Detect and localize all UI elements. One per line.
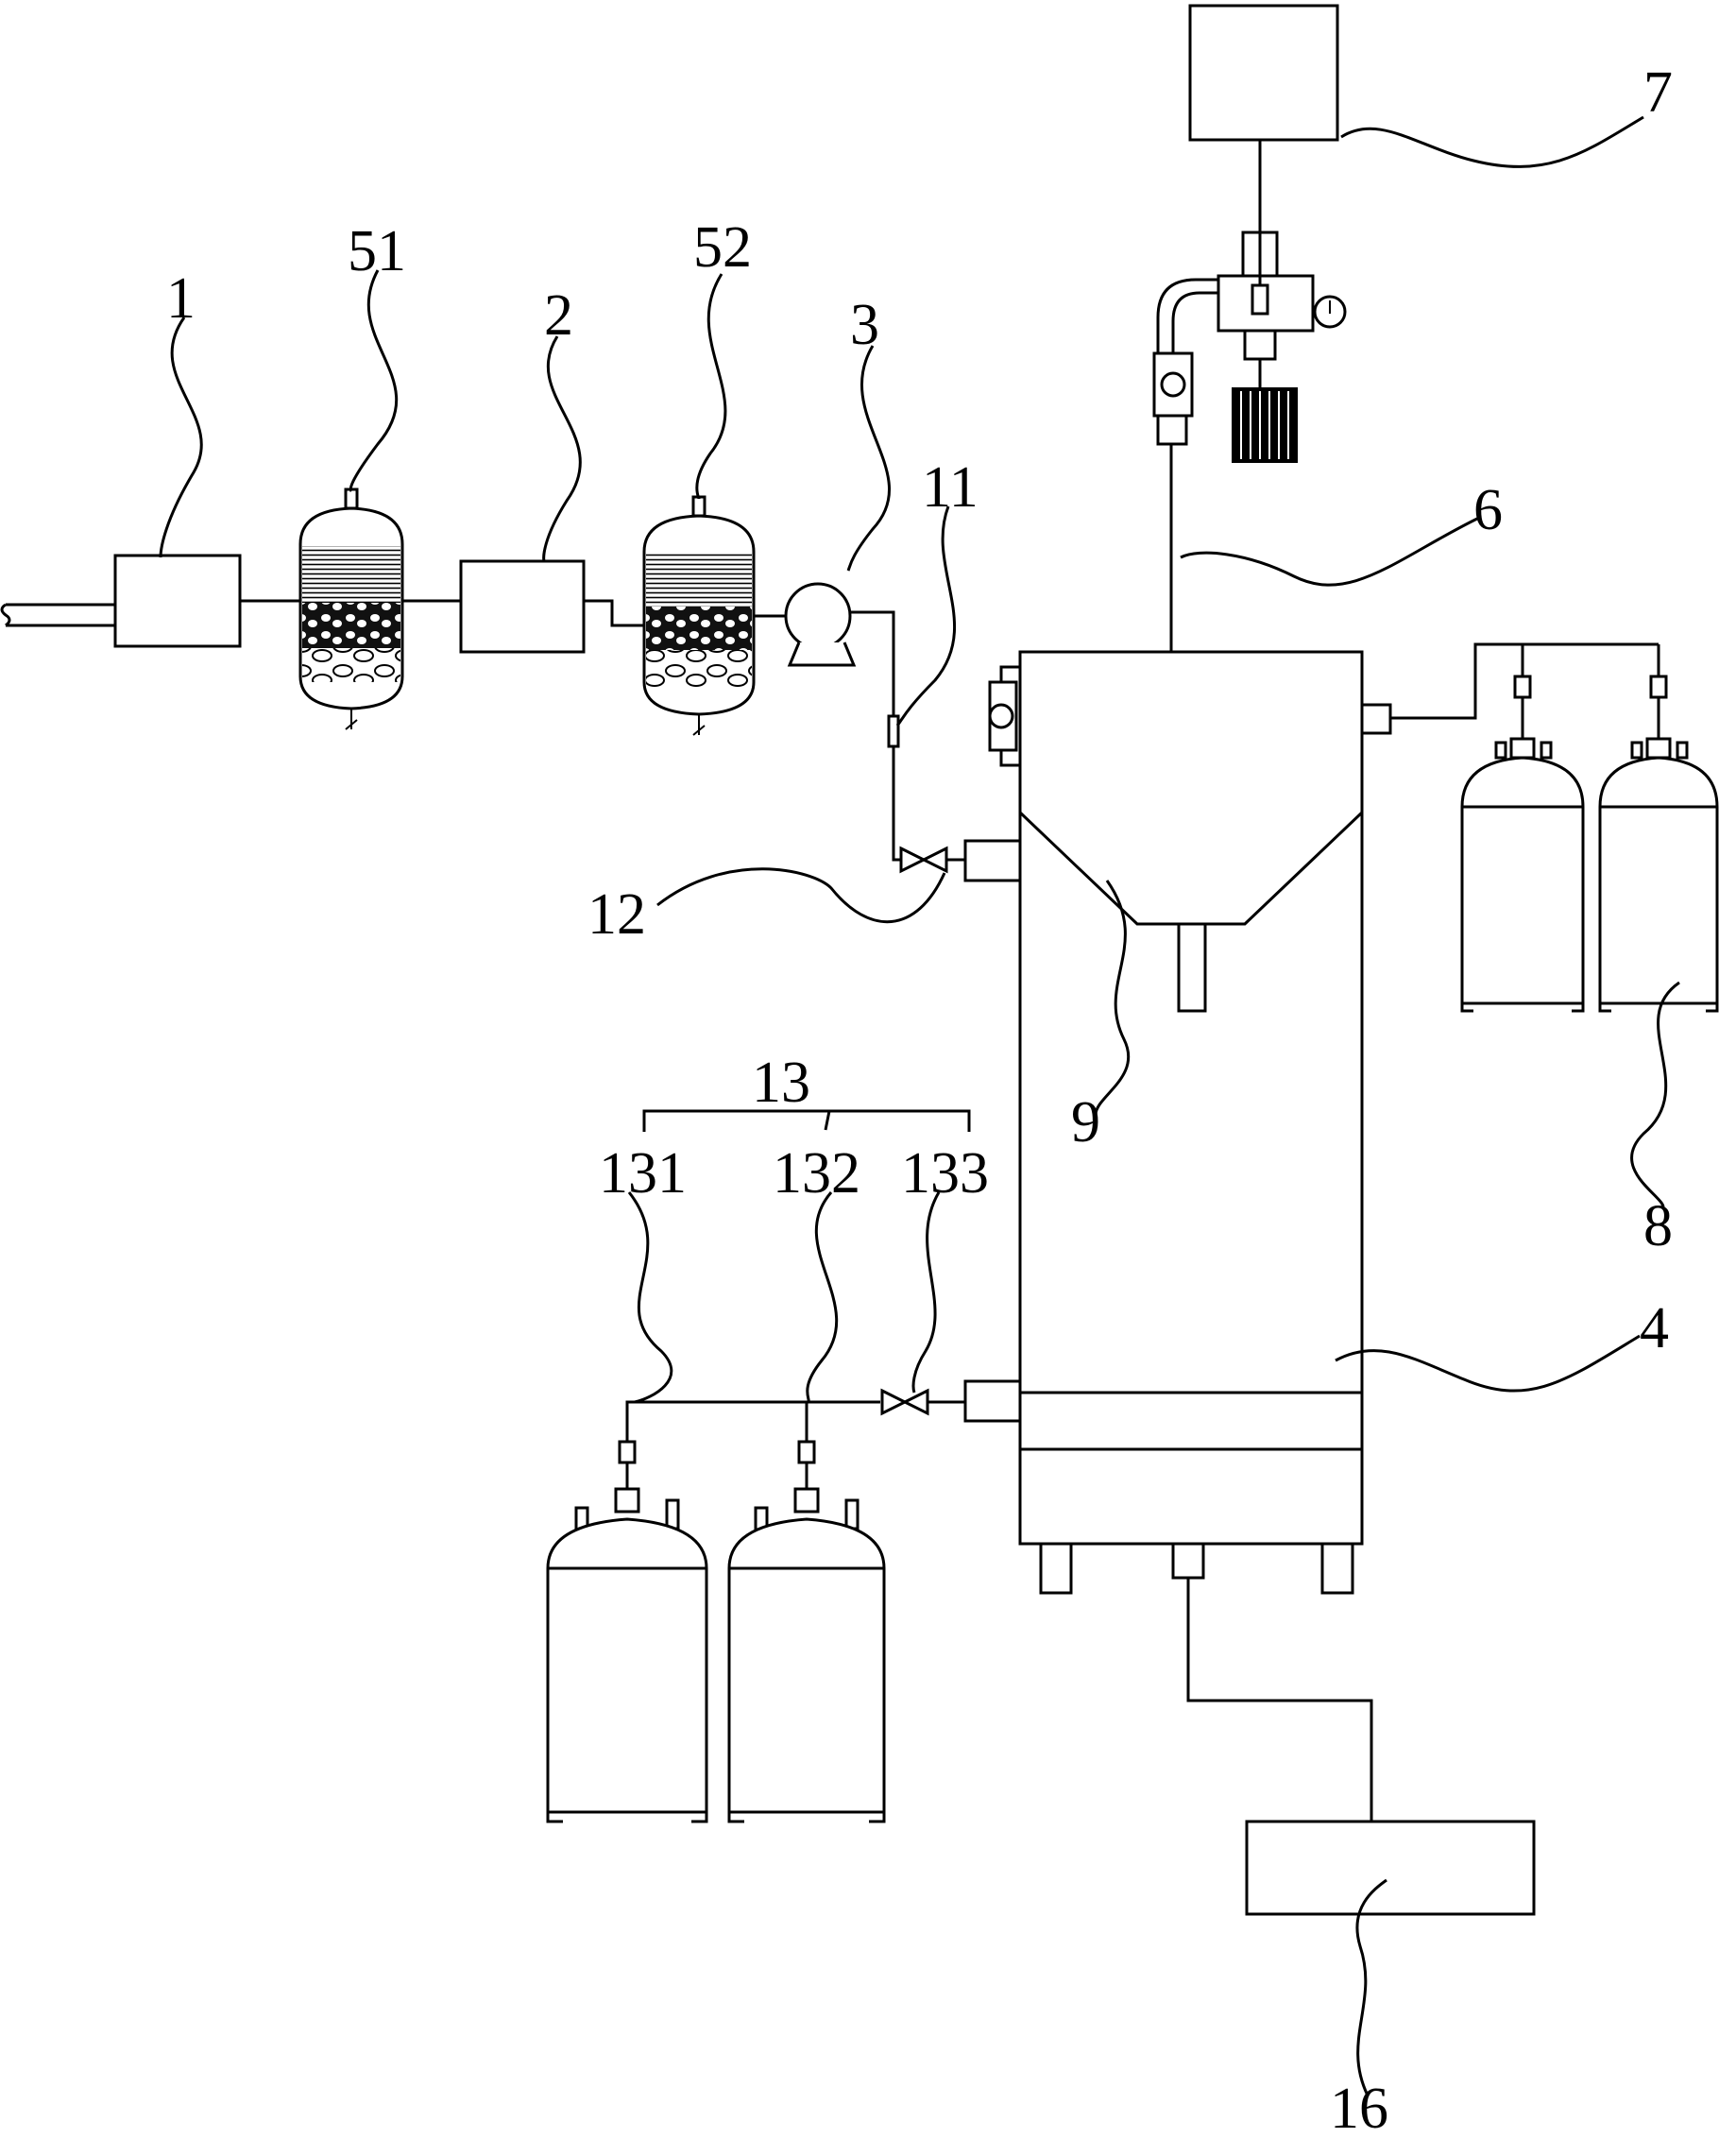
cylinder-132 bbox=[727, 1402, 886, 1823]
pipe-tank-16 bbox=[1186, 1578, 1373, 1822]
label-2: 2 bbox=[544, 283, 573, 348]
label-51: 51 bbox=[348, 219, 406, 283]
leader-lines bbox=[159, 115, 1680, 2096]
unit-16-box bbox=[1245, 1820, 1536, 1916]
valve-12 bbox=[899, 846, 948, 874]
label-12: 12 bbox=[587, 882, 646, 947]
valve-133 bbox=[880, 1388, 929, 1416]
label-8: 8 bbox=[1643, 1194, 1673, 1258]
bracket-13-tick bbox=[824, 1110, 831, 1131]
bracket-13 bbox=[642, 1109, 971, 1132]
label-9: 9 bbox=[1071, 1090, 1100, 1155]
pipe-11-12 bbox=[892, 746, 901, 862]
inlet-pipe bbox=[0, 603, 115, 627]
label-11: 11 bbox=[922, 455, 979, 520]
unit-7-box bbox=[1188, 4, 1339, 142]
label-6: 6 bbox=[1473, 478, 1503, 542]
label-52: 52 bbox=[693, 215, 752, 280]
label-16: 16 bbox=[1330, 2077, 1388, 2138]
label-132: 132 bbox=[773, 1141, 860, 1206]
filter-51 bbox=[298, 487, 404, 730]
inlet-flange-12 bbox=[963, 839, 1022, 882]
label-1: 1 bbox=[166, 266, 196, 331]
cylinder-8a bbox=[1460, 644, 1585, 1013]
flow-meter-11 bbox=[887, 714, 900, 748]
label-131: 131 bbox=[599, 1141, 687, 1206]
label-3: 3 bbox=[850, 293, 879, 357]
label-4: 4 bbox=[1640, 1296, 1669, 1360]
label-7: 7 bbox=[1643, 60, 1673, 125]
inlet-flange-133 bbox=[963, 1379, 1022, 1423]
tank-4 bbox=[988, 650, 1392, 1595]
label-13: 13 bbox=[752, 1051, 810, 1115]
filter-52 bbox=[642, 495, 756, 736]
dosing-device bbox=[1152, 231, 1347, 463]
manifold-13 bbox=[625, 1400, 880, 1423]
cylinder-8b bbox=[1598, 644, 1719, 1013]
pipe-2-52 bbox=[584, 599, 644, 627]
pipe-3-11 bbox=[850, 610, 895, 716]
unit-1-box bbox=[113, 554, 242, 648]
manifold-8 bbox=[1390, 642, 1659, 720]
cylinder-131 bbox=[546, 1423, 708, 1823]
unit-2-box bbox=[459, 559, 586, 654]
pump-3 bbox=[784, 582, 857, 667]
label-133: 133 bbox=[901, 1141, 989, 1206]
